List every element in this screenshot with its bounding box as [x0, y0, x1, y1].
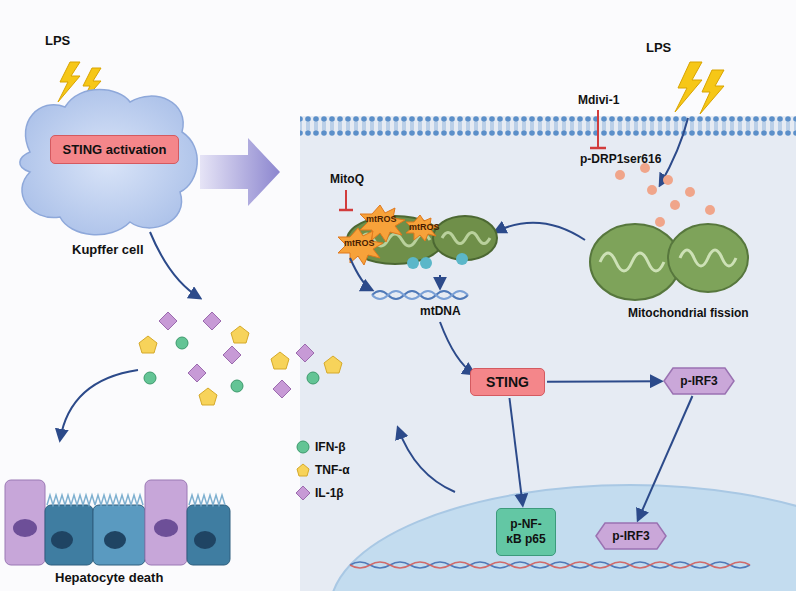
label: mtDNA — [420, 304, 461, 318]
legend-swatch — [296, 440, 310, 454]
node-text: STING — [486, 374, 529, 390]
arrow-connector — [509, 398, 522, 505]
legend-diamond — [296, 486, 310, 500]
label: MitoQ — [330, 172, 364, 186]
kupffer-cell: Kupffer cell STING activation — [10, 82, 205, 260]
process-box: STING activation — [50, 135, 179, 164]
nfkb-box: p-NF-κB p65 — [496, 508, 556, 556]
legend-row: TNF-α — [296, 463, 350, 477]
ros-label: mtROS — [366, 214, 397, 224]
legend-pentagon — [297, 464, 309, 476]
ros-label: mtROS — [344, 238, 375, 248]
label: LPS — [646, 40, 671, 55]
label: LPS — [45, 33, 70, 48]
legend-row: IL-1β — [296, 486, 344, 500]
legend-circle — [297, 441, 309, 453]
label: Hepatocyte death — [55, 570, 163, 585]
hexagon — [664, 368, 734, 394]
phospho-hexagon: p-IRF3 — [664, 368, 734, 394]
label: Mitochondrial fission — [628, 306, 749, 320]
arrow-connector — [547, 380, 661, 383]
node-text: Kupffer cell — [72, 242, 144, 257]
label: p-DRP1ser616 — [580, 152, 661, 166]
legend-text: IFN-β — [315, 440, 346, 454]
cell-body — [20, 90, 197, 235]
legend-swatch — [296, 463, 310, 477]
hexagon — [596, 523, 666, 549]
label: Mdivi-1 — [578, 93, 619, 107]
ros-label: mtROS — [409, 222, 440, 232]
legend-row: IFN-β — [296, 440, 346, 454]
node-text: STING activation — [62, 142, 166, 157]
legend-swatch — [296, 486, 310, 500]
process-box: STING — [470, 368, 545, 396]
node-text: p-NF-κB p65 — [505, 517, 547, 547]
node-text: p-IRF3 — [612, 529, 649, 543]
cell-outline — [10, 82, 205, 260]
node-text: p-IRF3 — [680, 374, 717, 388]
arrow-connector — [638, 396, 692, 520]
legend-text: IL-1β — [315, 486, 344, 500]
legend-text: TNF-α — [315, 463, 350, 477]
phospho-hexagon: p-IRF3 — [596, 523, 666, 549]
